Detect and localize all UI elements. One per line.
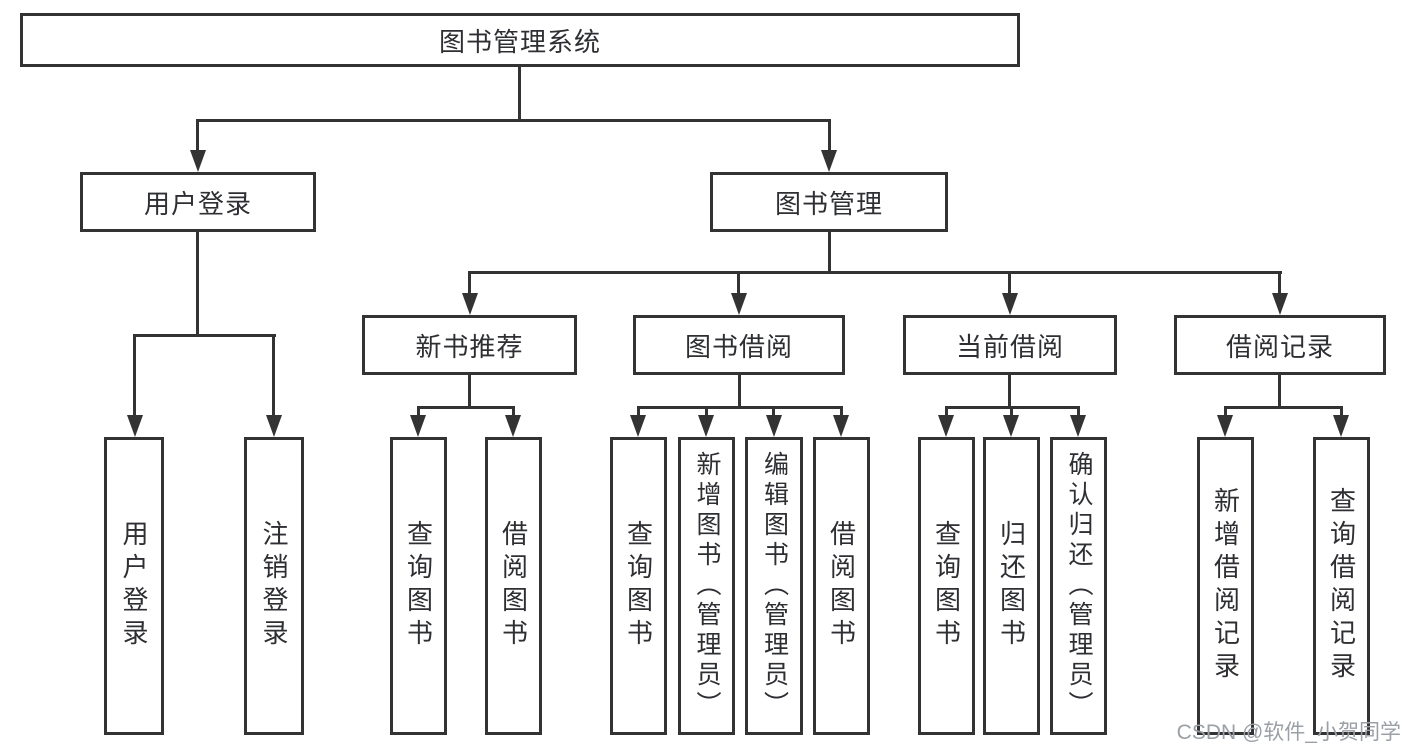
leaf-cb-query-books: 查询图书 — [918, 437, 975, 735]
connector-drop-nb2 — [512, 406, 515, 417]
leaf-logout-label: 注销登录 — [259, 520, 289, 652]
arrowhead-rb1 — [1217, 415, 1233, 437]
node-book-mgmt: 图书管理 — [710, 172, 948, 232]
connector-user-login-stem — [196, 232, 199, 336]
connector-drop-user-login — [196, 119, 199, 152]
connector-drop-bb1 — [637, 406, 640, 417]
connector-book-mgmt-bar — [468, 271, 1282, 274]
node-root-label: 图书管理系统 — [438, 26, 601, 57]
connector-borrow-bar — [637, 406, 843, 409]
node-book-mgmt-label: 图书管理 — [774, 188, 883, 219]
arrowhead-leaf-logout — [266, 415, 282, 437]
leaf-bb-edit-books-admin: 编辑图书（管理员） — [745, 437, 803, 735]
arrowhead-user-login — [190, 150, 206, 172]
node-new-books-label: 新书推荐 — [415, 331, 524, 362]
connector-drop-bb3 — [772, 406, 775, 417]
leaf-nb-borrow-books-label: 借阅图书 — [498, 520, 529, 652]
connector-drop-bb2 — [705, 406, 708, 417]
arrowhead-nb1 — [410, 415, 426, 437]
connector-root-bar — [196, 119, 831, 122]
arrowhead-current — [1002, 293, 1018, 315]
leaf-cb-query-books-label: 查询图书 — [931, 520, 962, 652]
leaf-nb-borrow-books: 借阅图书 — [485, 437, 542, 735]
arrowhead-nb2 — [505, 415, 521, 437]
connector-drop-rb1 — [1224, 406, 1227, 417]
leaf-cb-confirm-return-admin: 确认归还（管理员） — [1050, 437, 1107, 735]
arrowhead-cb2 — [1003, 415, 1019, 437]
node-user-login: 用户登录 — [80, 172, 316, 232]
node-user-login-label: 用户登录 — [143, 188, 252, 219]
connector-drop-cb3 — [1077, 406, 1080, 417]
node-records: 借阅记录 — [1174, 315, 1386, 375]
leaf-cb-confirm-return-admin-label: 确认归还（管理员） — [1065, 451, 1093, 721]
leaf-bb-query-books: 查询图书 — [610, 437, 667, 735]
leaf-rb-query-record: 查询借阅记录 — [1313, 437, 1370, 735]
connector-drop-nb1 — [417, 406, 420, 417]
leaf-nb-query-books: 查询图书 — [390, 437, 447, 735]
connector-drop-borrow — [737, 271, 740, 297]
leaf-rb-query-record-label: 查询借阅记录 — [1326, 487, 1357, 685]
connector-borrow-stem — [738, 375, 741, 408]
connector-records-stem — [1278, 375, 1281, 408]
connector-drop-records — [1278, 271, 1281, 297]
leaf-rb-add-record-label: 新增借阅记录 — [1210, 487, 1241, 685]
arrowhead-borrow — [731, 293, 747, 315]
connector-drop-cb2 — [1010, 406, 1013, 417]
leaf-bb-add-books-admin-label: 新增图书（管理员） — [693, 451, 721, 721]
connector-drop-bb4 — [840, 406, 843, 417]
leaf-nb-query-books-label: 查询图书 — [403, 520, 434, 652]
leaf-user-login-label: 用户登录 — [119, 520, 149, 652]
arrowhead-new-books — [462, 293, 478, 315]
connector-drop-cb1 — [945, 406, 948, 417]
node-current-label: 当前借阅 — [955, 331, 1064, 362]
node-borrow-label: 图书借阅 — [684, 331, 793, 362]
leaf-logout: 注销登录 — [244, 437, 304, 735]
leaf-user-login: 用户登录 — [104, 437, 164, 735]
connector-book-mgmt-stem — [828, 232, 831, 273]
arrowhead-rb2 — [1333, 415, 1349, 437]
connector-drop-leaf-login — [133, 334, 136, 416]
leaf-bb-query-books-label: 查询图书 — [623, 520, 654, 652]
leaf-bb-edit-books-admin-label: 编辑图书（管理员） — [760, 451, 789, 721]
arrowhead-bb4 — [833, 415, 849, 437]
arrowhead-bb3 — [766, 415, 782, 437]
leaf-bb-borrow-books: 借阅图书 — [813, 437, 870, 735]
arrowhead-records — [1272, 293, 1288, 315]
node-borrow: 图书借阅 — [633, 315, 845, 375]
leaf-cb-return-books: 归还图书 — [983, 437, 1040, 735]
arrowhead-bb1 — [630, 415, 646, 437]
leaf-rb-add-record: 新增借阅记录 — [1197, 437, 1254, 735]
connector-current-stem — [1008, 375, 1011, 408]
watermark-text: CSDN @软件_小贺同学 — [1176, 721, 1401, 744]
connector-drop-new-books — [468, 271, 471, 297]
connector-user-login-bar — [133, 334, 276, 337]
node-root: 图书管理系统 — [20, 13, 1020, 67]
arrowhead-bb2 — [698, 415, 714, 437]
node-current: 当前借阅 — [903, 315, 1117, 375]
connector-drop-current — [1008, 271, 1011, 297]
leaf-bb-add-books-admin: 新增图书（管理员） — [678, 437, 735, 735]
leaf-cb-return-books-label: 归还图书 — [996, 520, 1027, 652]
arrowhead-leaf-login — [127, 415, 143, 437]
connector-new-books-bar — [417, 406, 515, 409]
arrowhead-cb1 — [938, 415, 954, 437]
node-records-label: 借阅记录 — [1225, 331, 1334, 362]
connector-drop-leaf-logout — [272, 334, 275, 416]
connector-root-stem — [518, 67, 521, 120]
connector-drop-rb2 — [1340, 406, 1343, 417]
leaf-bb-borrow-books-label: 借阅图书 — [826, 520, 857, 652]
node-new-books: 新书推荐 — [362, 315, 577, 375]
arrowhead-book-mgmt — [821, 150, 837, 172]
connector-records-bar — [1224, 406, 1343, 409]
arrowhead-cb3 — [1070, 415, 1086, 437]
connector-new-books-stem — [468, 375, 471, 408]
connector-drop-book-mgmt — [828, 119, 831, 152]
